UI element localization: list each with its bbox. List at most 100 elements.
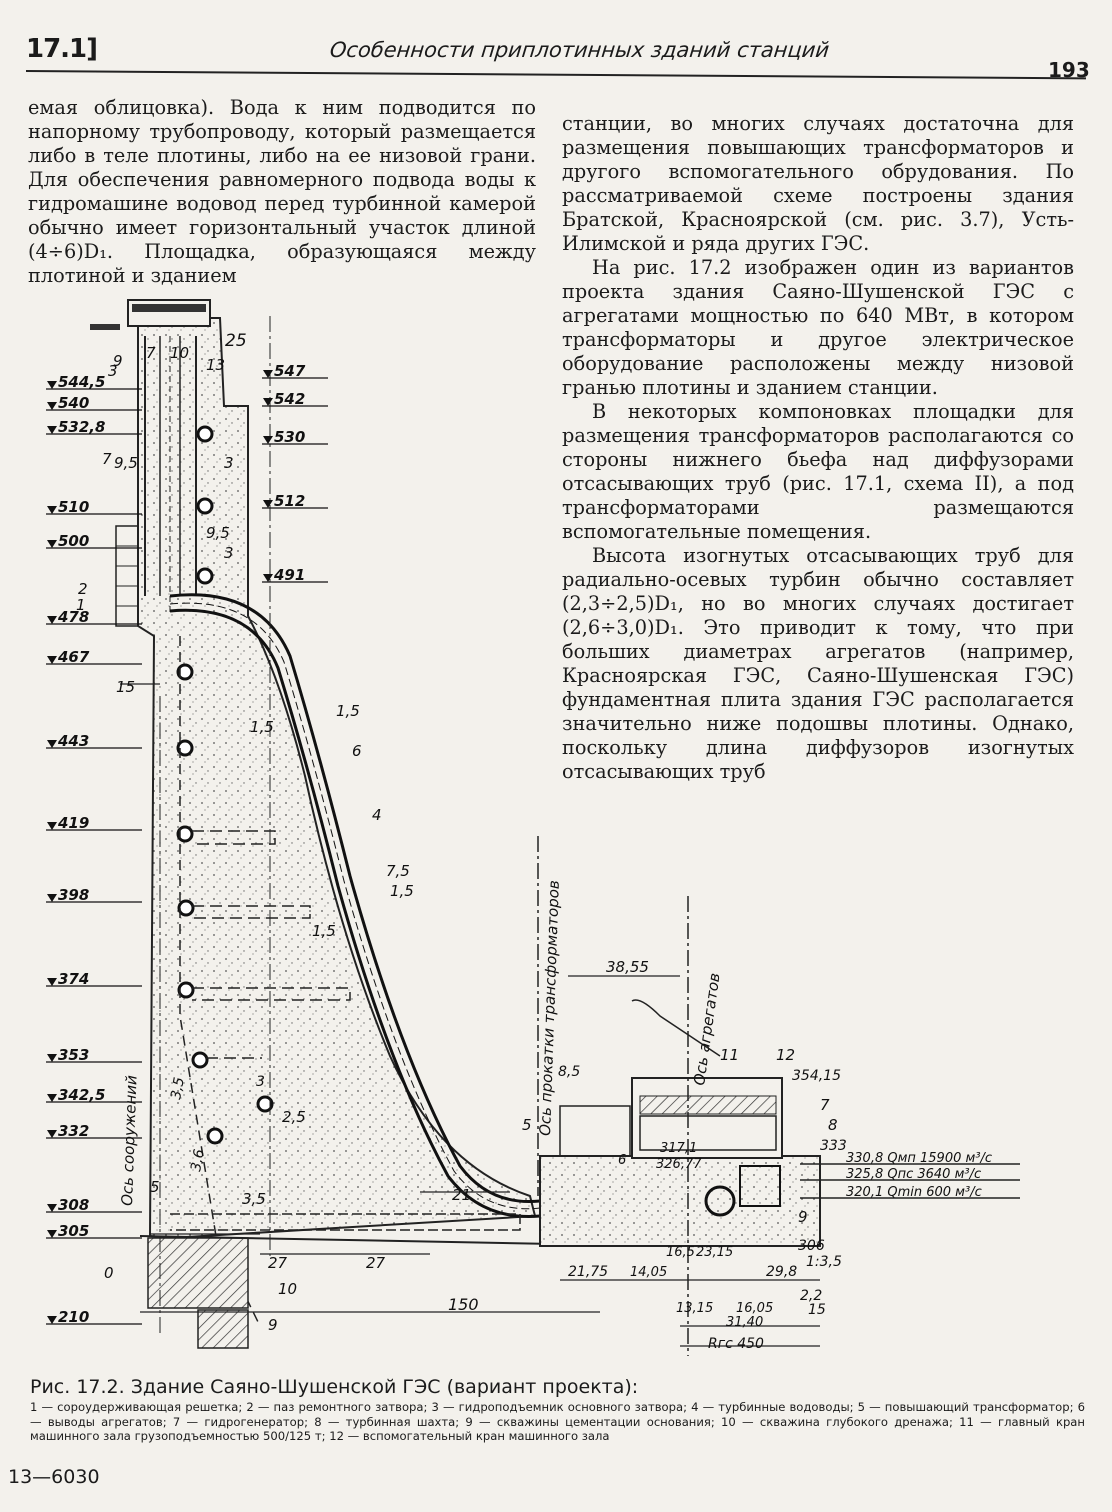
label-d3-6: 3,6 <box>188 1148 208 1173</box>
label-d27a: 27 <box>268 1254 288 1272</box>
label-axis-units: Ось агрегатов <box>690 972 724 1087</box>
label-n4: 4 <box>372 806 382 824</box>
label-326-77: 326,77 <box>656 1157 702 1172</box>
paragraph-1: станции, во многих случаях достаточна дл… <box>562 112 1074 255</box>
label-15: 15 <box>116 678 135 696</box>
figure-caption-title: Рис. 17.2. Здание Саяно-Шушенской ГЭС (в… <box>30 1376 639 1398</box>
label-n9: 9 <box>798 1208 808 1226</box>
elevation-marker-8 <box>47 822 57 830</box>
foundation-grout-curtain <box>147 1237 249 1309</box>
elevation-label-15: 305 <box>58 1222 89 1240</box>
elevation-label-8: 419 <box>57 814 89 832</box>
right-elevation-label-3: 512 <box>274 492 305 510</box>
label-n3: 3 <box>108 362 118 380</box>
label-axis-structure: Ось сооружений <box>118 1075 141 1207</box>
label-7-5: 7,5 <box>386 862 410 880</box>
label-14-05: 14,05 <box>630 1265 667 1280</box>
label-3a: 3 <box>224 454 234 472</box>
elevation-label-13: 332 <box>58 1122 89 1140</box>
dam-body <box>137 317 537 1240</box>
label-333: 333 <box>820 1138 847 1154</box>
right-column-text: станции, во многих случаях достаточна дл… <box>562 112 1074 784</box>
label-d3: 3 <box>256 1074 265 1090</box>
label-n10: 10 <box>278 1280 297 1298</box>
label-1-5a: 1,5 <box>250 718 274 736</box>
label-9-5b: 9,5 <box>206 524 230 542</box>
elevation-label-7: 443 <box>57 732 89 750</box>
label-rgc-450: Rгс 450 <box>708 1336 764 1352</box>
penstock <box>169 593 541 1218</box>
label-2-2: 2,2 <box>800 1288 822 1304</box>
label-d5: 5 <box>150 1178 160 1196</box>
right-elevation-label-0: 547 <box>274 362 306 380</box>
label-water-2: 325,8 Qпс 3640 м³/с <box>846 1167 981 1182</box>
paragraph-3: В некоторых компоновках площадки для раз… <box>562 400 1074 543</box>
print-signature: 13—6030 <box>8 1466 100 1488</box>
crest-gantry <box>127 299 211 327</box>
label-16-05: 16,05 <box>736 1301 773 1316</box>
dam-section-drawing: 544,5540532,8510500478467443419398374353… <box>46 299 1020 1356</box>
elevation-label-4: 500 <box>58 532 89 550</box>
elevation-marker-10 <box>47 978 57 986</box>
elevation-marker-1 <box>47 402 57 410</box>
label-21-75: 21,75 <box>568 1264 608 1280</box>
elevation-marker-5 <box>47 616 57 624</box>
right-elevation-marker-4 <box>263 574 273 582</box>
elevation-marker-7 <box>47 740 57 748</box>
label-306: 306 <box>798 1238 825 1254</box>
elevation-marker-9 <box>47 894 57 902</box>
label-29-8: 29,8 <box>766 1264 797 1280</box>
section-number: 17.1] <box>26 34 98 64</box>
elevation-label-3: 510 <box>58 498 89 516</box>
galleries <box>176 425 274 1145</box>
label-31-40: 31,40 <box>726 1315 763 1330</box>
figure-caption-legend: 1 — сороудерживающая решетка; 2 — паз ре… <box>30 1400 1085 1443</box>
label-n0: 0 <box>104 1264 114 1282</box>
label-23-15: 23,15 <box>696 1245 733 1260</box>
label-16-5: 16,5 <box>666 1245 695 1260</box>
label-9-5a: 9,5 <box>114 454 138 472</box>
elevation-label-12: 342,5 <box>58 1086 105 1104</box>
label-13-15: 13,15 <box>676 1301 713 1316</box>
powerhouse <box>539 999 821 1247</box>
label-1-5b: 1,5 <box>336 702 360 720</box>
left-column-text: емая облицовка). Вода к ним подводится п… <box>28 96 536 287</box>
elevation-marker-4 <box>47 540 57 548</box>
label-water-1: 330,8 Qмп 15900 м³/с <box>846 1151 992 1166</box>
label-n2: 2 <box>78 580 88 598</box>
label-15e: 15 <box>808 1302 826 1318</box>
right-elevation-label-1: 542 <box>274 390 305 408</box>
elevation-label-10: 374 <box>58 970 89 988</box>
paragraph-2: На рис. 17.2 изображен один из вариантов… <box>562 256 1074 399</box>
right-elevation-marker-1 <box>263 398 273 406</box>
elevation-marker-16 <box>47 1316 57 1324</box>
elevation-label-2: 532,8 <box>58 418 105 436</box>
label-n1: 1 <box>76 596 86 614</box>
label-354-15: 354,15 <box>792 1068 841 1084</box>
paragraph-4: Высота изогнутых отсасывающих труб для р… <box>562 544 1074 783</box>
elevation-label-14: 308 <box>58 1196 89 1214</box>
label-n9b: 9 <box>268 1316 278 1334</box>
label-axis-transformers: Ось прокатки трансформаторов <box>536 880 563 1136</box>
elevation-label-0: 544,5 <box>58 373 105 391</box>
label-25: 25 <box>225 331 247 351</box>
label-n8: 8 <box>828 1116 838 1134</box>
running-title: Особенности приплотинных зданий станций <box>328 38 831 62</box>
label-3b: 3 <box>224 544 234 562</box>
elevation-label-5: 478 <box>57 608 89 626</box>
label-n7b: 7 <box>820 1096 830 1114</box>
label-9: 9 <box>113 352 123 370</box>
label-13: 13 <box>206 356 225 374</box>
label-n6: 6 <box>352 742 362 760</box>
elevation-label-6: 467 <box>57 648 90 666</box>
label-n12: 12 <box>776 1046 795 1064</box>
elevation-marker-15 <box>47 1230 57 1238</box>
right-elevation-marker-2 <box>263 436 273 444</box>
label-1-3-5: 1:3,5 <box>806 1254 842 1270</box>
label-317-1: 317,1 <box>660 1141 697 1156</box>
label-d2-5: 2,5 <box>282 1108 306 1126</box>
label-8-5: 8,5 <box>558 1064 580 1080</box>
label-d27b: 27 <box>366 1254 386 1272</box>
right-elevation-marker-3 <box>263 500 273 508</box>
elevation-label-9: 398 <box>58 886 89 904</box>
